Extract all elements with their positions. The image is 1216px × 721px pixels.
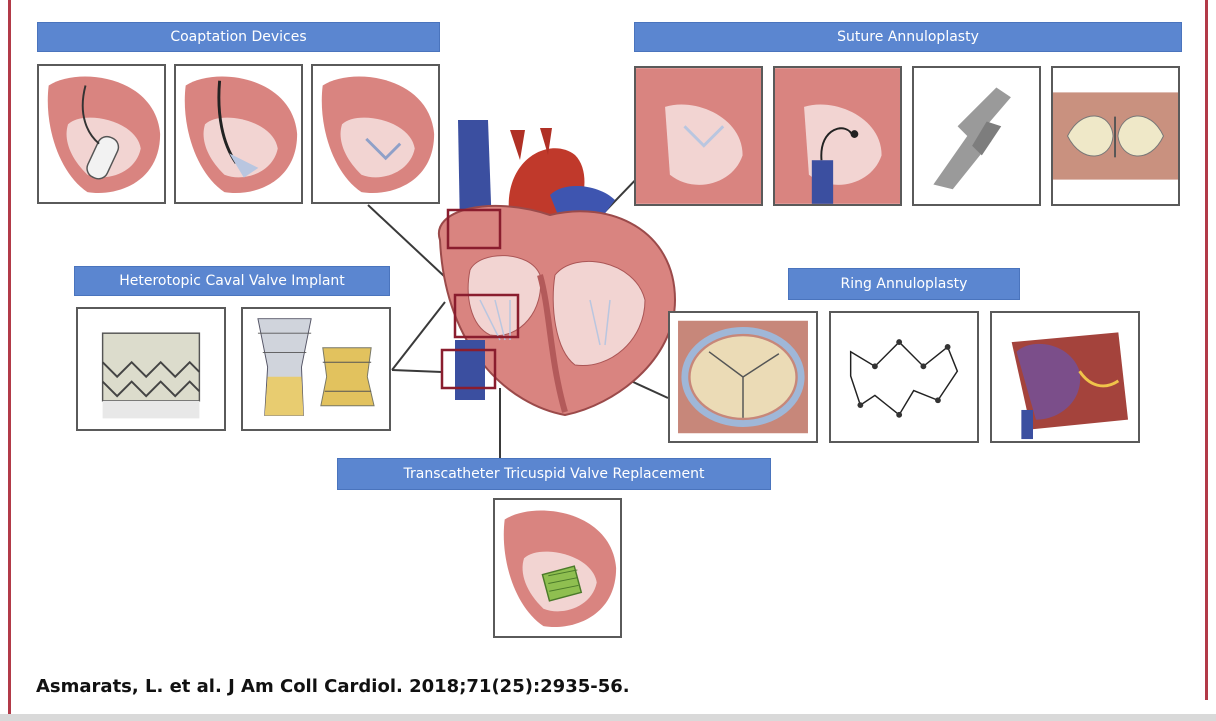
transcatheter-tricuspid-label: Transcatheter Tricuspid Valve Replacemen… <box>337 458 771 490</box>
heterotopic-caval-label: Heterotopic Caval Valve Implant <box>74 266 390 296</box>
ring-annuloplasty-label: Ring Annuloplasty <box>788 268 1020 300</box>
ring-image-1 <box>668 311 818 443</box>
coaptation-image-3 <box>311 64 440 204</box>
coaptation-devices-label: Coaptation Devices <box>37 22 440 52</box>
stent-valve-icon <box>78 309 224 429</box>
suture-annuloplasty-label: Suture Annuloplasty <box>634 22 1182 52</box>
suture-catheter-icon <box>775 68 900 204</box>
transcatheter-valve-icon <box>495 500 620 636</box>
suture-valve-icon <box>1053 68 1178 204</box>
citation-text: Asmarats, L. et al. J Am Coll Cardiol. 2… <box>36 676 630 697</box>
coaptation-lead-icon <box>176 66 301 202</box>
transcatheter-image <box>493 498 622 638</box>
heterotopic-image-1 <box>76 307 226 431</box>
coaptation-image-1 <box>37 64 166 204</box>
coaptation-clip-icon <box>313 66 438 202</box>
ring-image-2 <box>829 311 979 443</box>
suture-image-3 <box>912 66 1041 206</box>
heart-ring-icon <box>992 313 1138 441</box>
heterotopic-image-2 <box>241 307 391 431</box>
annuloplasty-ring-icon <box>670 313 816 441</box>
coaptation-spacer-icon <box>39 66 164 202</box>
suture-image-1 <box>634 66 763 206</box>
frame-bottom-rule <box>0 714 1216 721</box>
stent-pair-icon <box>243 309 389 429</box>
suture-image-4 <box>1051 66 1180 206</box>
frame-right-rule <box>1205 0 1208 700</box>
ring-image-3 <box>990 311 1140 443</box>
suture-anchor-icon <box>914 68 1039 204</box>
suture-device-icon <box>636 68 761 204</box>
anchor-ring-icon <box>831 313 977 441</box>
suture-image-2 <box>773 66 902 206</box>
frame-left-rule <box>8 0 11 721</box>
coaptation-image-2 <box>174 64 303 204</box>
